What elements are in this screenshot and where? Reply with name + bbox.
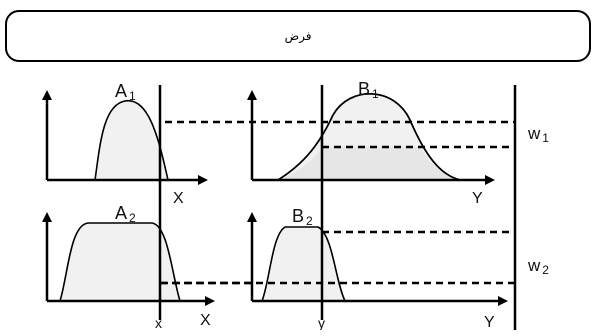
a2-axis-label: X bbox=[200, 312, 211, 329]
membership-curve-b2 bbox=[260, 226, 347, 302]
input-y-label: y bbox=[318, 315, 325, 330]
header-box: فرض bbox=[5, 10, 591, 62]
membership-curve-a2 bbox=[58, 222, 182, 302]
membership-curve-a1 bbox=[94, 100, 169, 181]
b2-axis-label: Y bbox=[484, 314, 495, 330]
b1-clipped-area bbox=[280, 147, 458, 180]
b1-outline bbox=[277, 93, 461, 181]
header-text: فرض bbox=[284, 29, 312, 43]
a1-axis-label: X bbox=[173, 190, 184, 207]
b1-axis-label: Y bbox=[472, 190, 483, 207]
input-x-label: x bbox=[155, 315, 162, 330]
